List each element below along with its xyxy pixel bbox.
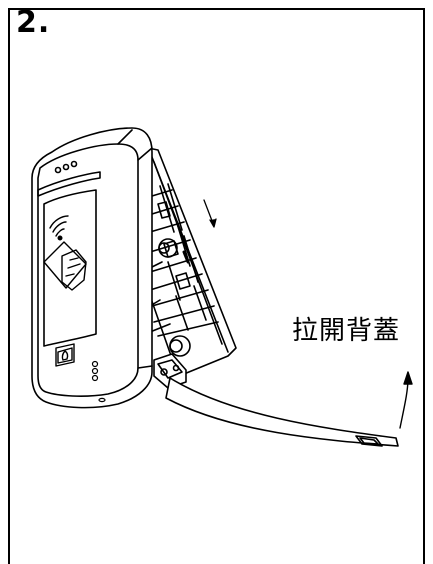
arrow-icon: [203, 199, 217, 228]
rfid-wave-icon: [49, 215, 69, 241]
bottom-screws: [91, 360, 106, 403]
figure-frame: [8, 8, 425, 564]
step-number: 2.: [16, 5, 51, 40]
card-reader-icon: [31, 127, 153, 409]
pull-direction-arrow: [399, 371, 413, 429]
instruction-label: 拉開背蓋: [292, 316, 401, 346]
card-tap-icon: [43, 241, 87, 291]
pull-strap: [165, 377, 399, 447]
back-cover: [147, 147, 237, 389]
door-bell-icon: [55, 343, 75, 367]
